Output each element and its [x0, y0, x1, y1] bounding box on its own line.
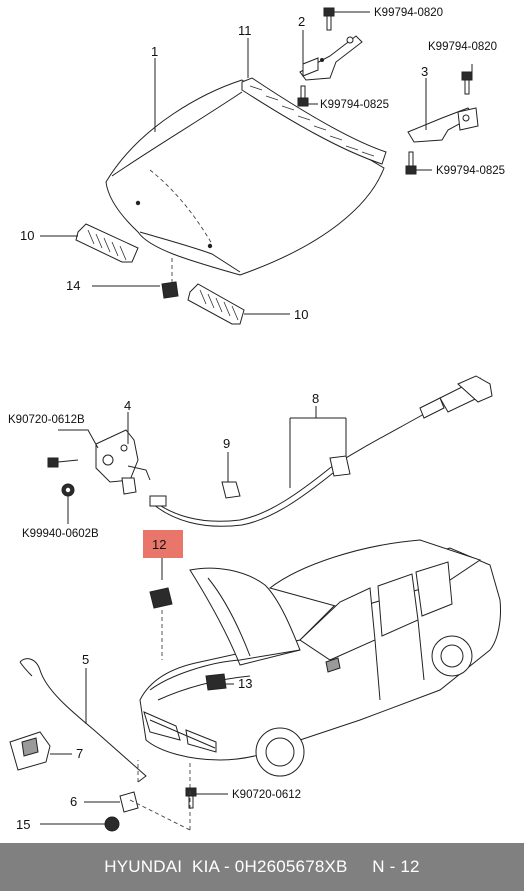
part-code-latch-nut: K99940-0602B: [22, 528, 99, 540]
callout-12-highlight: [143, 530, 183, 558]
callout-12-badge: 12: [143, 530, 183, 558]
bolt-icon: [323, 7, 335, 31]
callout-15: 15: [16, 817, 30, 832]
callout-2: 2: [298, 14, 305, 29]
callout-9: 9: [223, 436, 230, 451]
leader-lines-middle: [58, 406, 347, 524]
grommet-13: [205, 673, 234, 691]
grommet-15: [40, 816, 120, 832]
assembly-dash-lines: [129, 760, 191, 831]
bolt-icon: [405, 151, 417, 175]
hood-hinge-left: [297, 7, 363, 107]
callout-10a: 10: [20, 228, 34, 243]
bumper-stop: [161, 258, 179, 299]
bolt-icon: [185, 787, 228, 809]
callout-12: 12: [152, 537, 166, 552]
rod-clip: [84, 791, 139, 813]
callout-13: 13: [238, 676, 252, 691]
hood-stay-rod: [19, 658, 147, 783]
part-code-latch-bolt: K90720-0612B: [8, 414, 85, 426]
hood-stay-bumper: [149, 558, 173, 660]
part-code-hinge-l-bottom: K99794-0825: [320, 99, 389, 111]
callout-3: 3: [421, 64, 428, 79]
bolt-icon: [297, 85, 309, 107]
callout-6: 6: [70, 794, 77, 809]
footer-bar: HYUNDAI KIA - 0H2605678XB N - 12: [0, 843, 524, 891]
part-code-hinge-r-top: K99794-0820: [428, 41, 497, 53]
callout-14: 14: [66, 278, 80, 293]
release-cable: [149, 375, 493, 527]
callout-5: 5: [82, 652, 89, 667]
callout-7: 7: [76, 746, 83, 761]
car-body: [139, 539, 501, 777]
callout-4: 4: [124, 398, 131, 413]
part-code-rod-bolt: K90720-0612: [232, 789, 301, 801]
bolt-icon: [461, 71, 473, 95]
hood-grille-right: [187, 283, 245, 325]
part-code-hinge-r-bottom: K99794-0825: [436, 165, 505, 177]
bolt-icon: [47, 457, 79, 468]
hood-latch: [95, 429, 151, 495]
cable-clip: [221, 452, 241, 499]
rod-holder-bracket: [9, 731, 72, 771]
hood-hinge-right: [405, 71, 479, 175]
leader-lines-top: [40, 11, 473, 315]
hood-grille-left: [75, 223, 139, 263]
callout-8: 8: [312, 391, 319, 406]
hood-weatherstrip: [241, 77, 387, 165]
callout-11: 11: [238, 23, 252, 38]
nut-icon: [61, 483, 75, 497]
callout-1: 1: [151, 44, 158, 59]
part-code-hinge-l-top: K99794-0820: [374, 7, 443, 19]
callout-10b: 10: [294, 307, 308, 322]
footer-text: HYUNDAI KIA - 0H2605678XB N - 12: [104, 857, 420, 876]
